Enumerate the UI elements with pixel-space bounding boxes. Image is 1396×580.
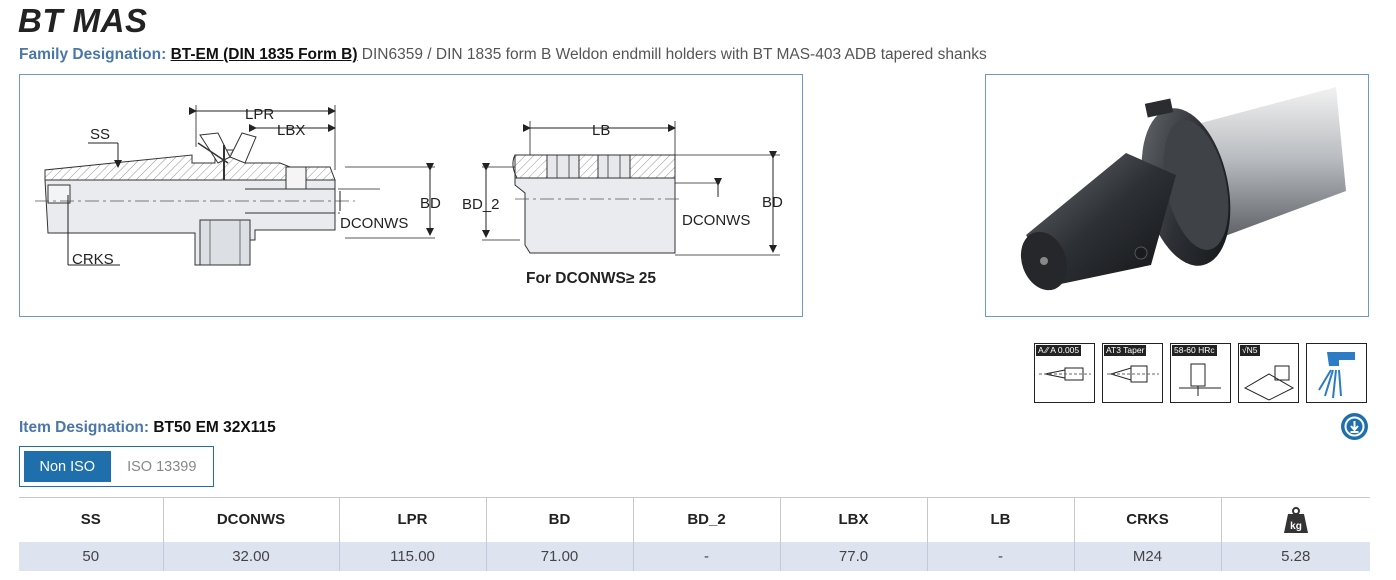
label-crks: CRKS xyxy=(72,251,114,268)
standard-tabs: Non ISO ISO 13399 xyxy=(19,446,214,487)
technical-drawing-svg: LPR LBX SS CRKS BD DCONWS xyxy=(35,105,783,287)
family-description: DIN6359 / DIN 1835 form B Weldon endmill… xyxy=(361,46,987,63)
label-bd-right: BD xyxy=(762,194,783,211)
runout-accuracy-icon[interactable]: A ⁄⁄ A 0.005 xyxy=(1034,343,1095,403)
cell-lb: - xyxy=(927,541,1075,571)
cell-lpr: 115.00 xyxy=(339,541,487,571)
tab-iso-13399[interactable]: ISO 13399 xyxy=(127,458,197,475)
coolant-icon[interactable] xyxy=(1306,343,1367,403)
surface-finish-tag: √N5 xyxy=(1240,345,1260,356)
cell-bd: 71.00 xyxy=(486,541,634,571)
label-lbx: LBX xyxy=(277,122,305,139)
cell-crks: M24 xyxy=(1074,541,1222,571)
family-designation-label: Family Designation: xyxy=(19,46,167,63)
section-view xyxy=(512,154,680,254)
hardness-icon[interactable]: 58-60 HRc xyxy=(1170,343,1231,403)
weight-icon-text: kg xyxy=(1290,521,1302,532)
surface-finish-icon[interactable]: √N5 xyxy=(1238,343,1299,403)
holder-side-view xyxy=(35,132,355,266)
col-header-ss: SS xyxy=(19,497,164,542)
col-header-lbx: LBX xyxy=(780,497,928,542)
item-designation-label: Item Designation: xyxy=(19,419,150,436)
runout-accuracy-tag: A ⁄⁄ A 0.005 xyxy=(1036,345,1082,356)
col-header-dconws: DCONWS xyxy=(163,497,340,542)
page-title: BT MAS xyxy=(18,2,148,39)
cell-weight: 5.28 xyxy=(1221,541,1370,571)
label-dconws: DCONWS xyxy=(340,215,408,232)
product-photo[interactable] xyxy=(985,74,1369,317)
hardness-tag: 58-60 HRc xyxy=(1172,345,1217,356)
col-header-lpr: LPR xyxy=(339,497,487,542)
download-icon xyxy=(1344,416,1365,437)
item-designation-value: BT50 EM 32X115 xyxy=(153,419,276,436)
technical-drawing: LPR LBX SS CRKS BD DCONWS xyxy=(19,74,803,317)
taper-at3-icon[interactable]: AT3 Taper xyxy=(1102,343,1163,403)
tool-holder-image xyxy=(1020,87,1346,291)
cell-dconws: 32.00 xyxy=(163,541,340,571)
label-bd2: BD_2 xyxy=(462,196,500,213)
table-header-row: SS DCONWS LPR BD BD_2 LBX LB CRKS kg xyxy=(19,497,1370,542)
label-dconws-right: DCONWS xyxy=(682,212,750,229)
label-lpr: LPR xyxy=(245,106,274,123)
family-designation-link[interactable]: BT-EM (DIN 1835 Form B) xyxy=(170,46,358,63)
family-designation: Family Designation: BT-EM (DIN 1835 Form… xyxy=(19,46,987,64)
download-button[interactable] xyxy=(1341,413,1368,440)
col-header-lb: LB xyxy=(927,497,1075,542)
table-row: 50 32.00 115.00 71.00 - 77.0 - M24 5.28 xyxy=(19,541,1370,571)
label-ss: SS xyxy=(90,126,110,143)
weight-kg-icon: kg xyxy=(1283,506,1308,533)
col-header-bd: BD xyxy=(486,497,634,542)
tab-non-iso[interactable]: Non ISO xyxy=(24,451,111,482)
feature-icons: A ⁄⁄ A 0.005 AT3 Taper 58-60 HRc √N5 xyxy=(1034,343,1367,403)
cell-ss: 50 xyxy=(19,541,164,571)
drawing-caption: For DCONWS≥ 25 xyxy=(526,270,656,287)
item-designation: Item Designation: BT50 EM 32X115 xyxy=(19,419,276,437)
cell-lbx: 77.0 xyxy=(780,541,928,571)
spec-table: SS DCONWS LPR BD BD_2 LBX LB CRKS kg 50 … xyxy=(19,497,1370,571)
col-header-crks: CRKS xyxy=(1074,497,1222,542)
label-lb: LB xyxy=(592,122,610,139)
label-bd: BD xyxy=(420,195,441,212)
cell-bd2: - xyxy=(633,541,781,571)
col-header-weight: kg xyxy=(1221,497,1370,542)
col-header-bd2: BD_2 xyxy=(633,497,781,542)
taper-at3-tag: AT3 Taper xyxy=(1104,345,1147,356)
